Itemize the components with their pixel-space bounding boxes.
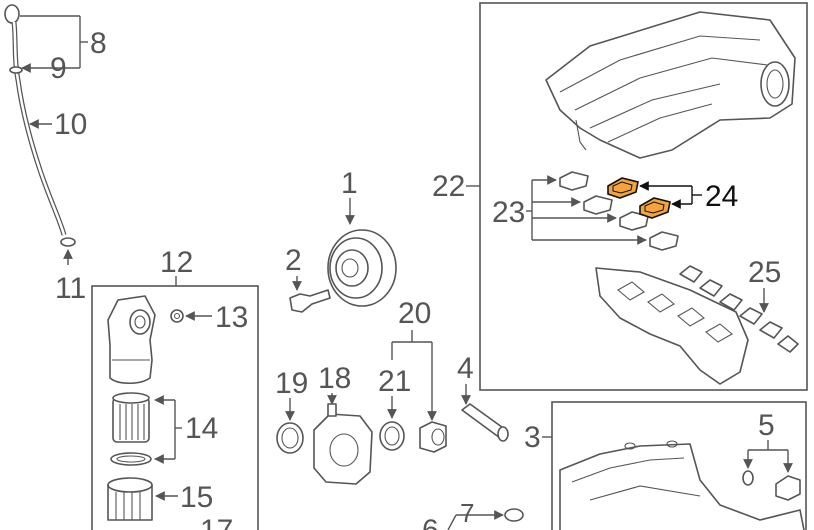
- washer-13: [170, 309, 184, 323]
- filter-housing: [107, 295, 156, 385]
- oil-cooler-18: [313, 403, 373, 485]
- oil-pipe-4: [461, 403, 509, 442]
- callout-14: 14: [185, 412, 218, 445]
- drain-plug-washer: [742, 470, 754, 486]
- callout-4: 4: [457, 352, 474, 385]
- oil-pan-group: 3 5: [524, 401, 807, 530]
- callout-21: 21: [378, 365, 411, 398]
- drain-plug: [775, 475, 801, 501]
- oil-pan-group-box: [551, 401, 807, 530]
- dipstick-o-ring: [9, 66, 23, 74]
- oil-filter-group-box: [91, 285, 259, 530]
- callout-8: 8: [90, 27, 107, 60]
- oil-pan: [559, 443, 805, 530]
- callout-5: 5: [758, 409, 775, 442]
- intake-gasket-23: [559, 171, 679, 251]
- callout-13: 13: [215, 301, 248, 334]
- crank-pulley: [327, 229, 397, 307]
- seal-7: [504, 508, 524, 522]
- lower-intake-runner: [595, 267, 749, 385]
- callout-3: 3: [524, 421, 541, 454]
- callout-7: 7: [460, 498, 474, 528]
- callout-22: 22: [432, 170, 465, 203]
- intake-group-box: [479, 2, 808, 391]
- intake-manifold-group: 22 23: [432, 2, 808, 391]
- oil-filter-group: 12 13 14 15: [91, 246, 259, 530]
- callout-1: 1: [341, 167, 358, 200]
- callout-6: 6: [422, 514, 439, 530]
- callout-17: 17: [200, 514, 233, 530]
- callout-15: 15: [180, 481, 213, 514]
- callout-2: 2: [285, 244, 302, 277]
- dipstick-handle: [4, 4, 20, 24]
- callout-12: 12: [160, 246, 193, 279]
- filter-o-ring: [110, 452, 152, 466]
- dipstick-assembly: [4, 4, 76, 247]
- callout-10: 10: [54, 108, 87, 141]
- callout-20: 20: [398, 297, 431, 330]
- intake-gasket-25: [679, 265, 799, 353]
- callout-11: 11: [55, 272, 86, 305]
- callout-18: 18: [318, 362, 351, 395]
- seal-21: [379, 421, 405, 451]
- callout-9: 9: [50, 52, 67, 85]
- callout-24: 24: [705, 180, 738, 213]
- callout-25: 25: [748, 256, 781, 289]
- intake-manifold: [545, 11, 796, 159]
- seal-19: [276, 422, 304, 454]
- dipstick-seal: [60, 237, 76, 247]
- callout-19: 19: [275, 367, 308, 400]
- callout-23: 23: [492, 196, 525, 229]
- pulley-bolt: [289, 289, 331, 313]
- plug-20: [419, 421, 447, 453]
- intake-gasket-24-highlighted: [607, 177, 671, 219]
